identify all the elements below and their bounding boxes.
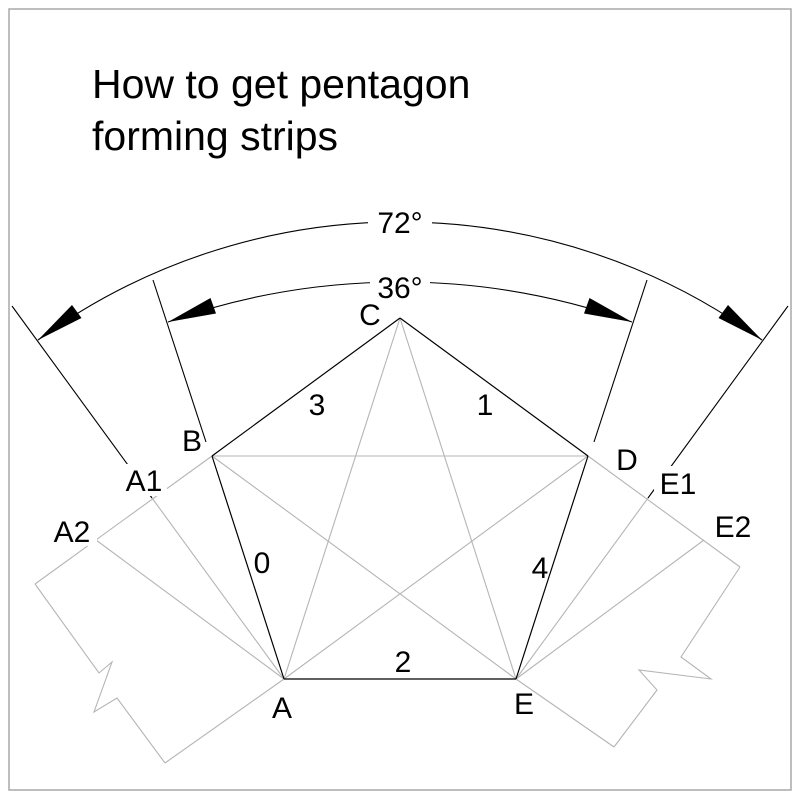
fold-label-a2: A2 [54, 516, 91, 549]
angle-label-36: 36° [377, 272, 422, 305]
left-strip-break-mark [34, 583, 166, 764]
frame-border [8, 8, 792, 791]
label-a1-backdrop [121, 464, 167, 496]
label-72-backdrop [368, 204, 432, 239]
extension-line-inner-left [152, 279, 207, 443]
diagonal-a-d [283, 455, 589, 680]
edge-label-3: 3 [309, 389, 326, 422]
edge-label-1: 1 [477, 389, 494, 422]
pentagon-outline [211, 317, 589, 680]
label-e2-backdrop [708, 510, 758, 543]
diagonal-a-c [283, 317, 401, 680]
diagram-title-line2: forming strips [92, 113, 338, 159]
arrowhead-72-right [718, 305, 762, 340]
label-36-backdrop [370, 269, 430, 304]
right-strip-fold-e1-e [515, 497, 649, 680]
left-strip-fold-a1-a [151, 497, 285, 680]
pentagon-edge-cd [399, 317, 589, 457]
left-strip-fold-a2-a [95, 539, 285, 680]
edge-label-4: 4 [532, 552, 549, 585]
diagram-title-line1: How to get pentagon [92, 61, 470, 107]
right-strip-fold-e2-e [515, 539, 705, 680]
fold-label-a1: A1 [126, 465, 163, 498]
extension-line-inner-right [593, 279, 648, 443]
right-strip-break-mark [613, 566, 741, 748]
label-e1-backdrop [654, 466, 701, 498]
arrowhead-72-left [38, 305, 82, 340]
vertex-label-b: B [182, 425, 202, 458]
right-strip-bottom-edge [515, 678, 615, 748]
left-strip-top-edge [34, 455, 213, 585]
vertex-label-a: A [272, 692, 292, 725]
pentagon-edge-bc [211, 317, 401, 457]
vertex-label-d: D [616, 444, 638, 477]
left-strip-bottom-edge [164, 678, 285, 764]
diagonal-b-e [211, 455, 517, 680]
arrowhead-36-right [584, 298, 632, 322]
pentagon-edge-de [515, 455, 589, 680]
diagonal-c-e [399, 317, 517, 680]
fold-label-e2: E2 [715, 511, 752, 544]
right-strip-top-edge [587, 455, 741, 568]
angle-dimensions [11, 221, 789, 499]
label-a2-backdrop [47, 513, 97, 546]
edge-label-0: 0 [254, 547, 271, 580]
arrowhead-36-left [168, 298, 216, 322]
pentagon-edge-ab [211, 455, 285, 680]
fold-label-e1: E1 [660, 468, 697, 501]
angle-label-72: 72° [377, 207, 422, 240]
vertex-label-c: C [359, 299, 381, 332]
edge-label-2: 2 [395, 646, 412, 679]
vertex-label-e: E [514, 688, 534, 721]
construction-lines [34, 317, 741, 764]
labels: How to get pentagon forming strips 72° 3… [47, 61, 758, 725]
